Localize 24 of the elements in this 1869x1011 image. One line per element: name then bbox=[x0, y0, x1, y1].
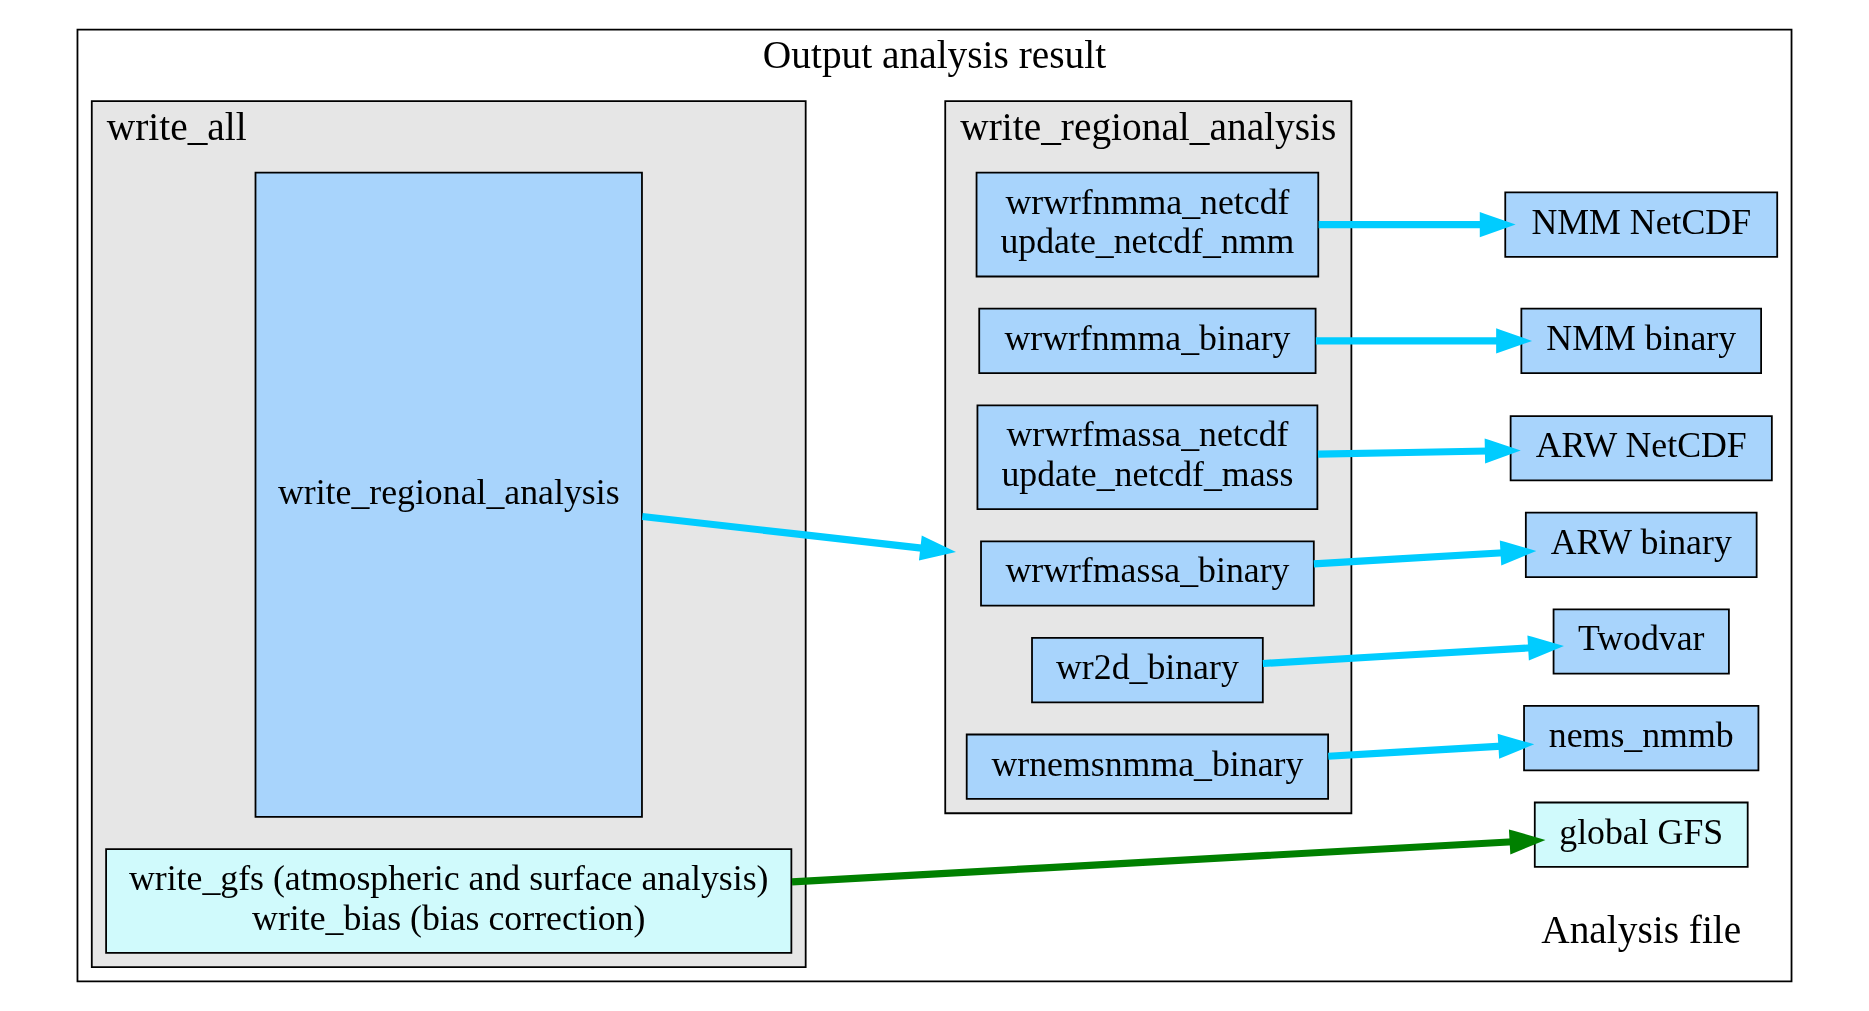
arrow bbox=[1262, 635, 1564, 668]
node-box: NMM NetCDF bbox=[1504, 191, 1779, 258]
arrow bbox=[1328, 733, 1535, 760]
arrow bbox=[791, 829, 1546, 886]
node-box: ARW NetCDF bbox=[1509, 415, 1773, 482]
node-box: Twodvar bbox=[1552, 608, 1730, 675]
node-box: NMM binary bbox=[1520, 307, 1762, 374]
node-box: global GFS bbox=[1533, 801, 1749, 868]
arrow bbox=[1318, 212, 1516, 238]
arrow bbox=[641, 512, 956, 561]
node-box: wrwrfmassa_netcdf update_netcdf_mass bbox=[976, 404, 1319, 510]
node-box: wrwrfnmma_netcdf update_netcdf_nmm bbox=[975, 171, 1320, 278]
arrow bbox=[1315, 328, 1533, 354]
node-box: write_gfs (atmospheric and surface analysis) write_bias (bias correction) bbox=[105, 848, 793, 954]
node-box: ARW binary bbox=[1524, 511, 1758, 578]
node-box: wrwrfmassa_binary bbox=[980, 540, 1315, 607]
node-box: nems_nmmb bbox=[1523, 705, 1760, 772]
node-box: wr2d_binary bbox=[1031, 637, 1264, 704]
arrow bbox=[1317, 438, 1521, 464]
label: Analysis file bbox=[1541, 908, 1742, 953]
node-box: wrwrfnmma_binary bbox=[978, 307, 1317, 374]
arrow bbox=[1313, 540, 1537, 568]
node-box: wrnemsnmma_binary bbox=[965, 733, 1330, 800]
node-box: write_regional_analysis bbox=[254, 171, 643, 818]
